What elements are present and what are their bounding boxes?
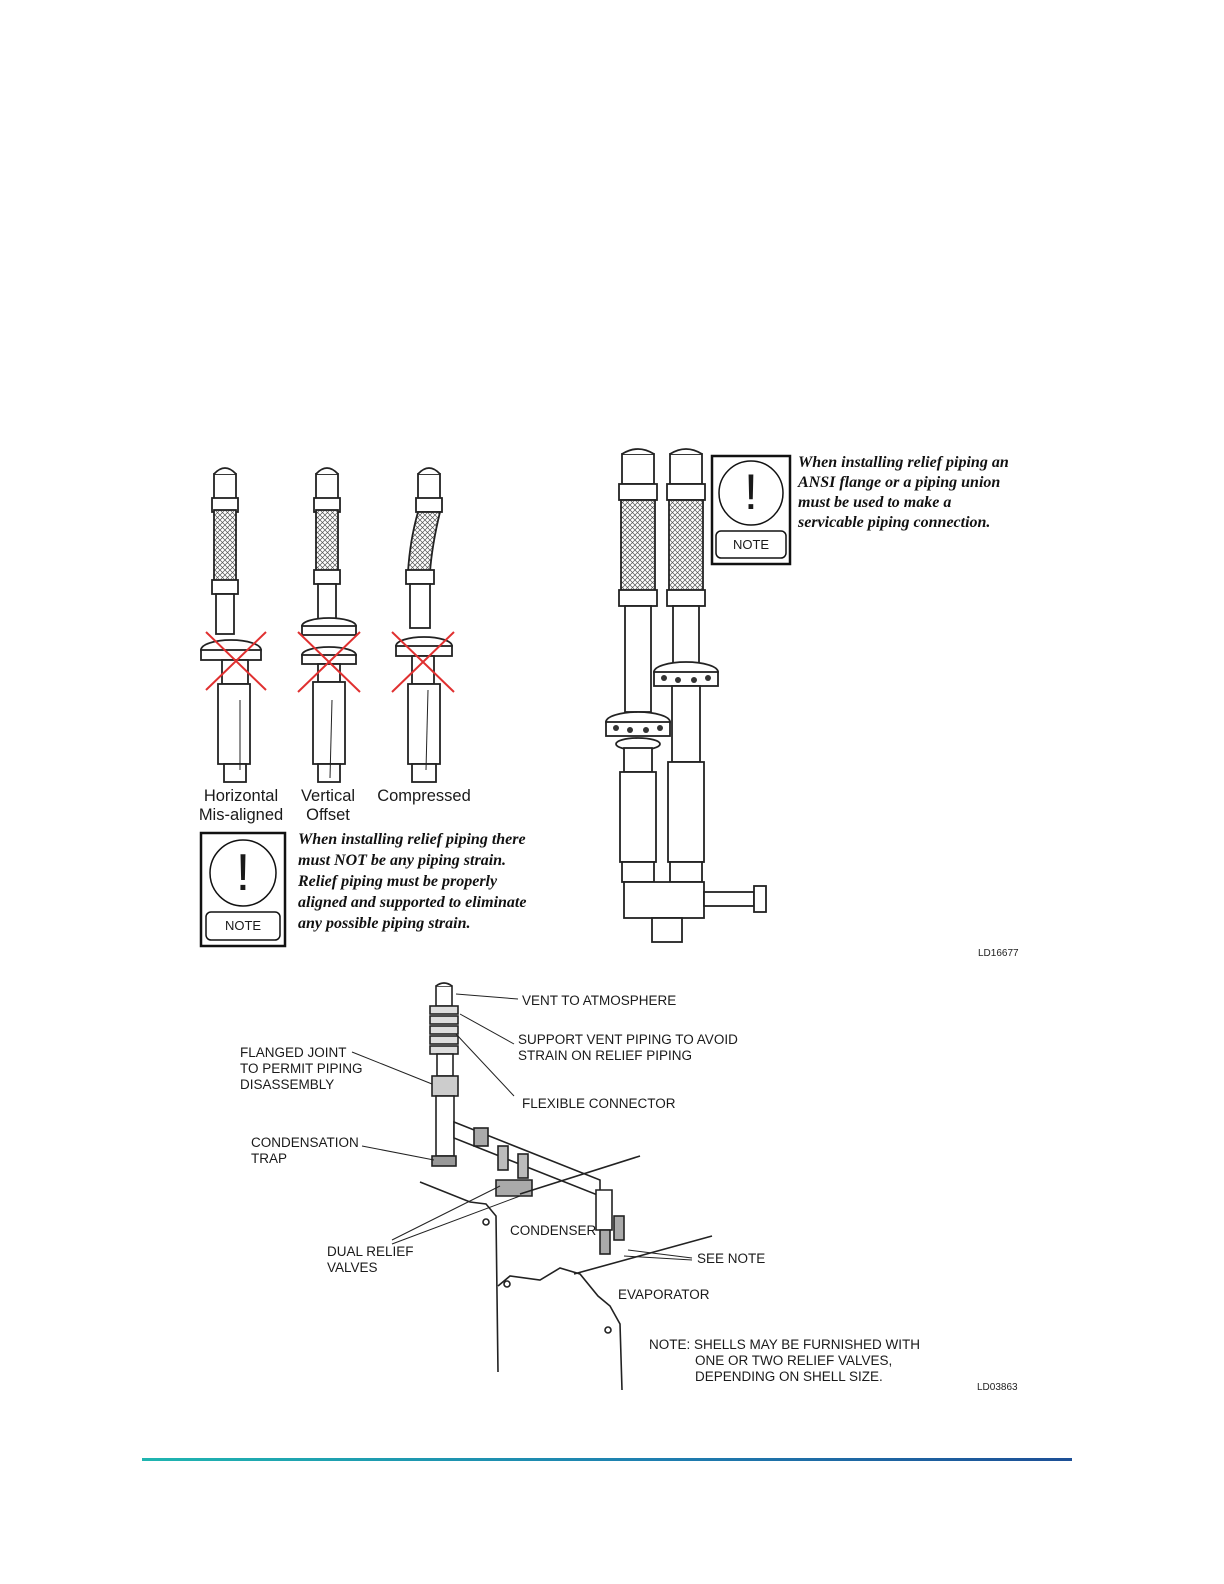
cross-marks bbox=[205, 631, 455, 693]
figure-code-bottom: LD03863 bbox=[977, 1382, 1018, 1393]
label-see-note: SEE NOTE bbox=[697, 1251, 766, 1266]
pipe-vertical-offset bbox=[301, 467, 357, 783]
footer-rule bbox=[142, 1458, 1072, 1461]
note-strain-exclaim: ! bbox=[235, 844, 251, 902]
label-dual-relief-valves: DUAL RELIEF VALVES bbox=[327, 1244, 414, 1275]
label-flexible-connector: FLEXIBLE CONNECTOR bbox=[522, 1096, 676, 1111]
relief-schematic bbox=[351, 982, 713, 1391]
label-flanged-joint: FLANGED JOINT TO PERMIT PIPING DISASSEMB… bbox=[240, 1045, 363, 1092]
caption-compressed: Compressed bbox=[377, 787, 471, 805]
label-evaporator: EVAPORATOR bbox=[618, 1287, 710, 1302]
label-shell-note: NOTE: SHELLS MAY BE FURNISHED WITH ONE O… bbox=[649, 1337, 921, 1384]
note-strain-text: When installing relief piping there must… bbox=[298, 831, 527, 932]
caption-horizontal: Horizontal Mis-aligned bbox=[198, 787, 284, 824]
note-strain-label: NOTE bbox=[224, 918, 262, 933]
pipe-compressed bbox=[395, 467, 453, 783]
figure-code-top: LD16677 bbox=[978, 948, 1019, 959]
note-flange-exclaim: ! bbox=[744, 464, 758, 520]
note-box-flange bbox=[710, 454, 792, 566]
label-vent: VENT TO ATMOSPHERE bbox=[522, 993, 677, 1008]
label-condensation-trap: CONDENSATION TRAP bbox=[251, 1135, 359, 1166]
pipe-horizontal-misaligned bbox=[200, 467, 262, 783]
caption-vertical: Vertical Offset bbox=[300, 787, 356, 824]
note-flange-text: When installing relief piping an ANSI fl… bbox=[798, 454, 1009, 531]
label-support: SUPPORT VENT PIPING TO AVOID STRAIN ON R… bbox=[518, 1032, 738, 1063]
relief-pipe-assembly bbox=[605, 448, 767, 943]
label-condenser: CONDENSER bbox=[510, 1223, 597, 1238]
note-flange-label: NOTE bbox=[732, 537, 770, 552]
note-box-strain bbox=[199, 831, 287, 948]
